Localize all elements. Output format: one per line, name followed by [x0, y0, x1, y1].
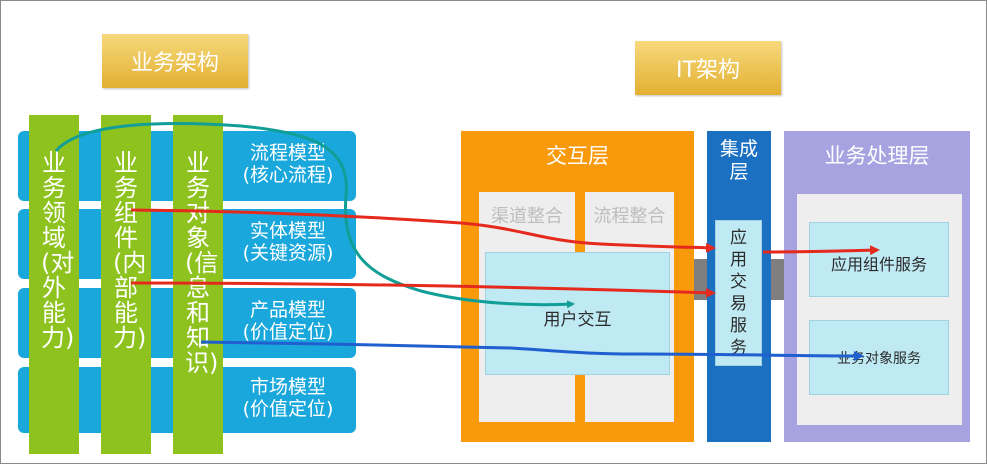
model-name: 市场模型 — [249, 376, 326, 398]
it-architecture-title: IT架构 — [635, 41, 781, 95]
it-architecture-title-text: IT架构 — [676, 58, 740, 83]
model-subtitle: (核心流程) — [242, 164, 334, 186]
model-subtitle: (价值定位) — [242, 321, 334, 343]
business-component-text: 业务组件(内部能力) — [113, 149, 147, 352]
model-label-product: 产品模型 (价值定位) — [223, 299, 353, 343]
model-subtitle: (价值定位) — [242, 398, 334, 420]
process-integration-label: 流程整合 — [593, 206, 666, 227]
application-transaction-service-label: 应用交易服务 — [730, 228, 747, 358]
user-interaction-label: 用户交互 — [543, 310, 612, 330]
model-name: 实体模型 — [249, 220, 326, 242]
model-subtitle: (关键资源) — [242, 242, 334, 264]
connector-bar-right — [771, 259, 784, 300]
arrow-domain-to-user-interaction — [54, 122, 575, 309]
model-label-process: 流程模型 (核心流程) — [223, 142, 353, 186]
model-label-market: 市场模型 (价值定位) — [223, 376, 353, 420]
model-name: 流程模型 — [249, 142, 326, 164]
application-component-service-label: 应用组件服务 — [830, 255, 927, 274]
application-component-service-box — [809, 222, 949, 297]
connector-bar-left — [694, 259, 707, 300]
business-object-service-box — [809, 320, 949, 395]
business-architecture-title: 业务架构 — [102, 34, 248, 88]
arrow-component-to-transaction-service — [130, 208, 716, 253]
channel-integration-label: 渠道整合 — [491, 206, 563, 227]
integration-layer-title: 集成层 — [719, 138, 758, 183]
business-architecture-title-text: 业务架构 — [130, 51, 219, 76]
arrow-object-to-object-service — [200, 340, 864, 361]
business-domain-column: 业务领域(对外能力) — [29, 115, 79, 454]
model-label-entity: 实体模型 (关键资源) — [223, 220, 353, 264]
business-processing-layer-title: 业务处理层 — [824, 144, 930, 168]
interaction-layer-title: 交互层 — [546, 144, 609, 168]
application-transaction-service-box: 应用交易服务 — [715, 220, 762, 366]
model-name: 产品模型 — [249, 299, 326, 321]
arrow-component-to-integration — [130, 281, 716, 298]
arrow-integration-to-component-service — [762, 245, 880, 256]
